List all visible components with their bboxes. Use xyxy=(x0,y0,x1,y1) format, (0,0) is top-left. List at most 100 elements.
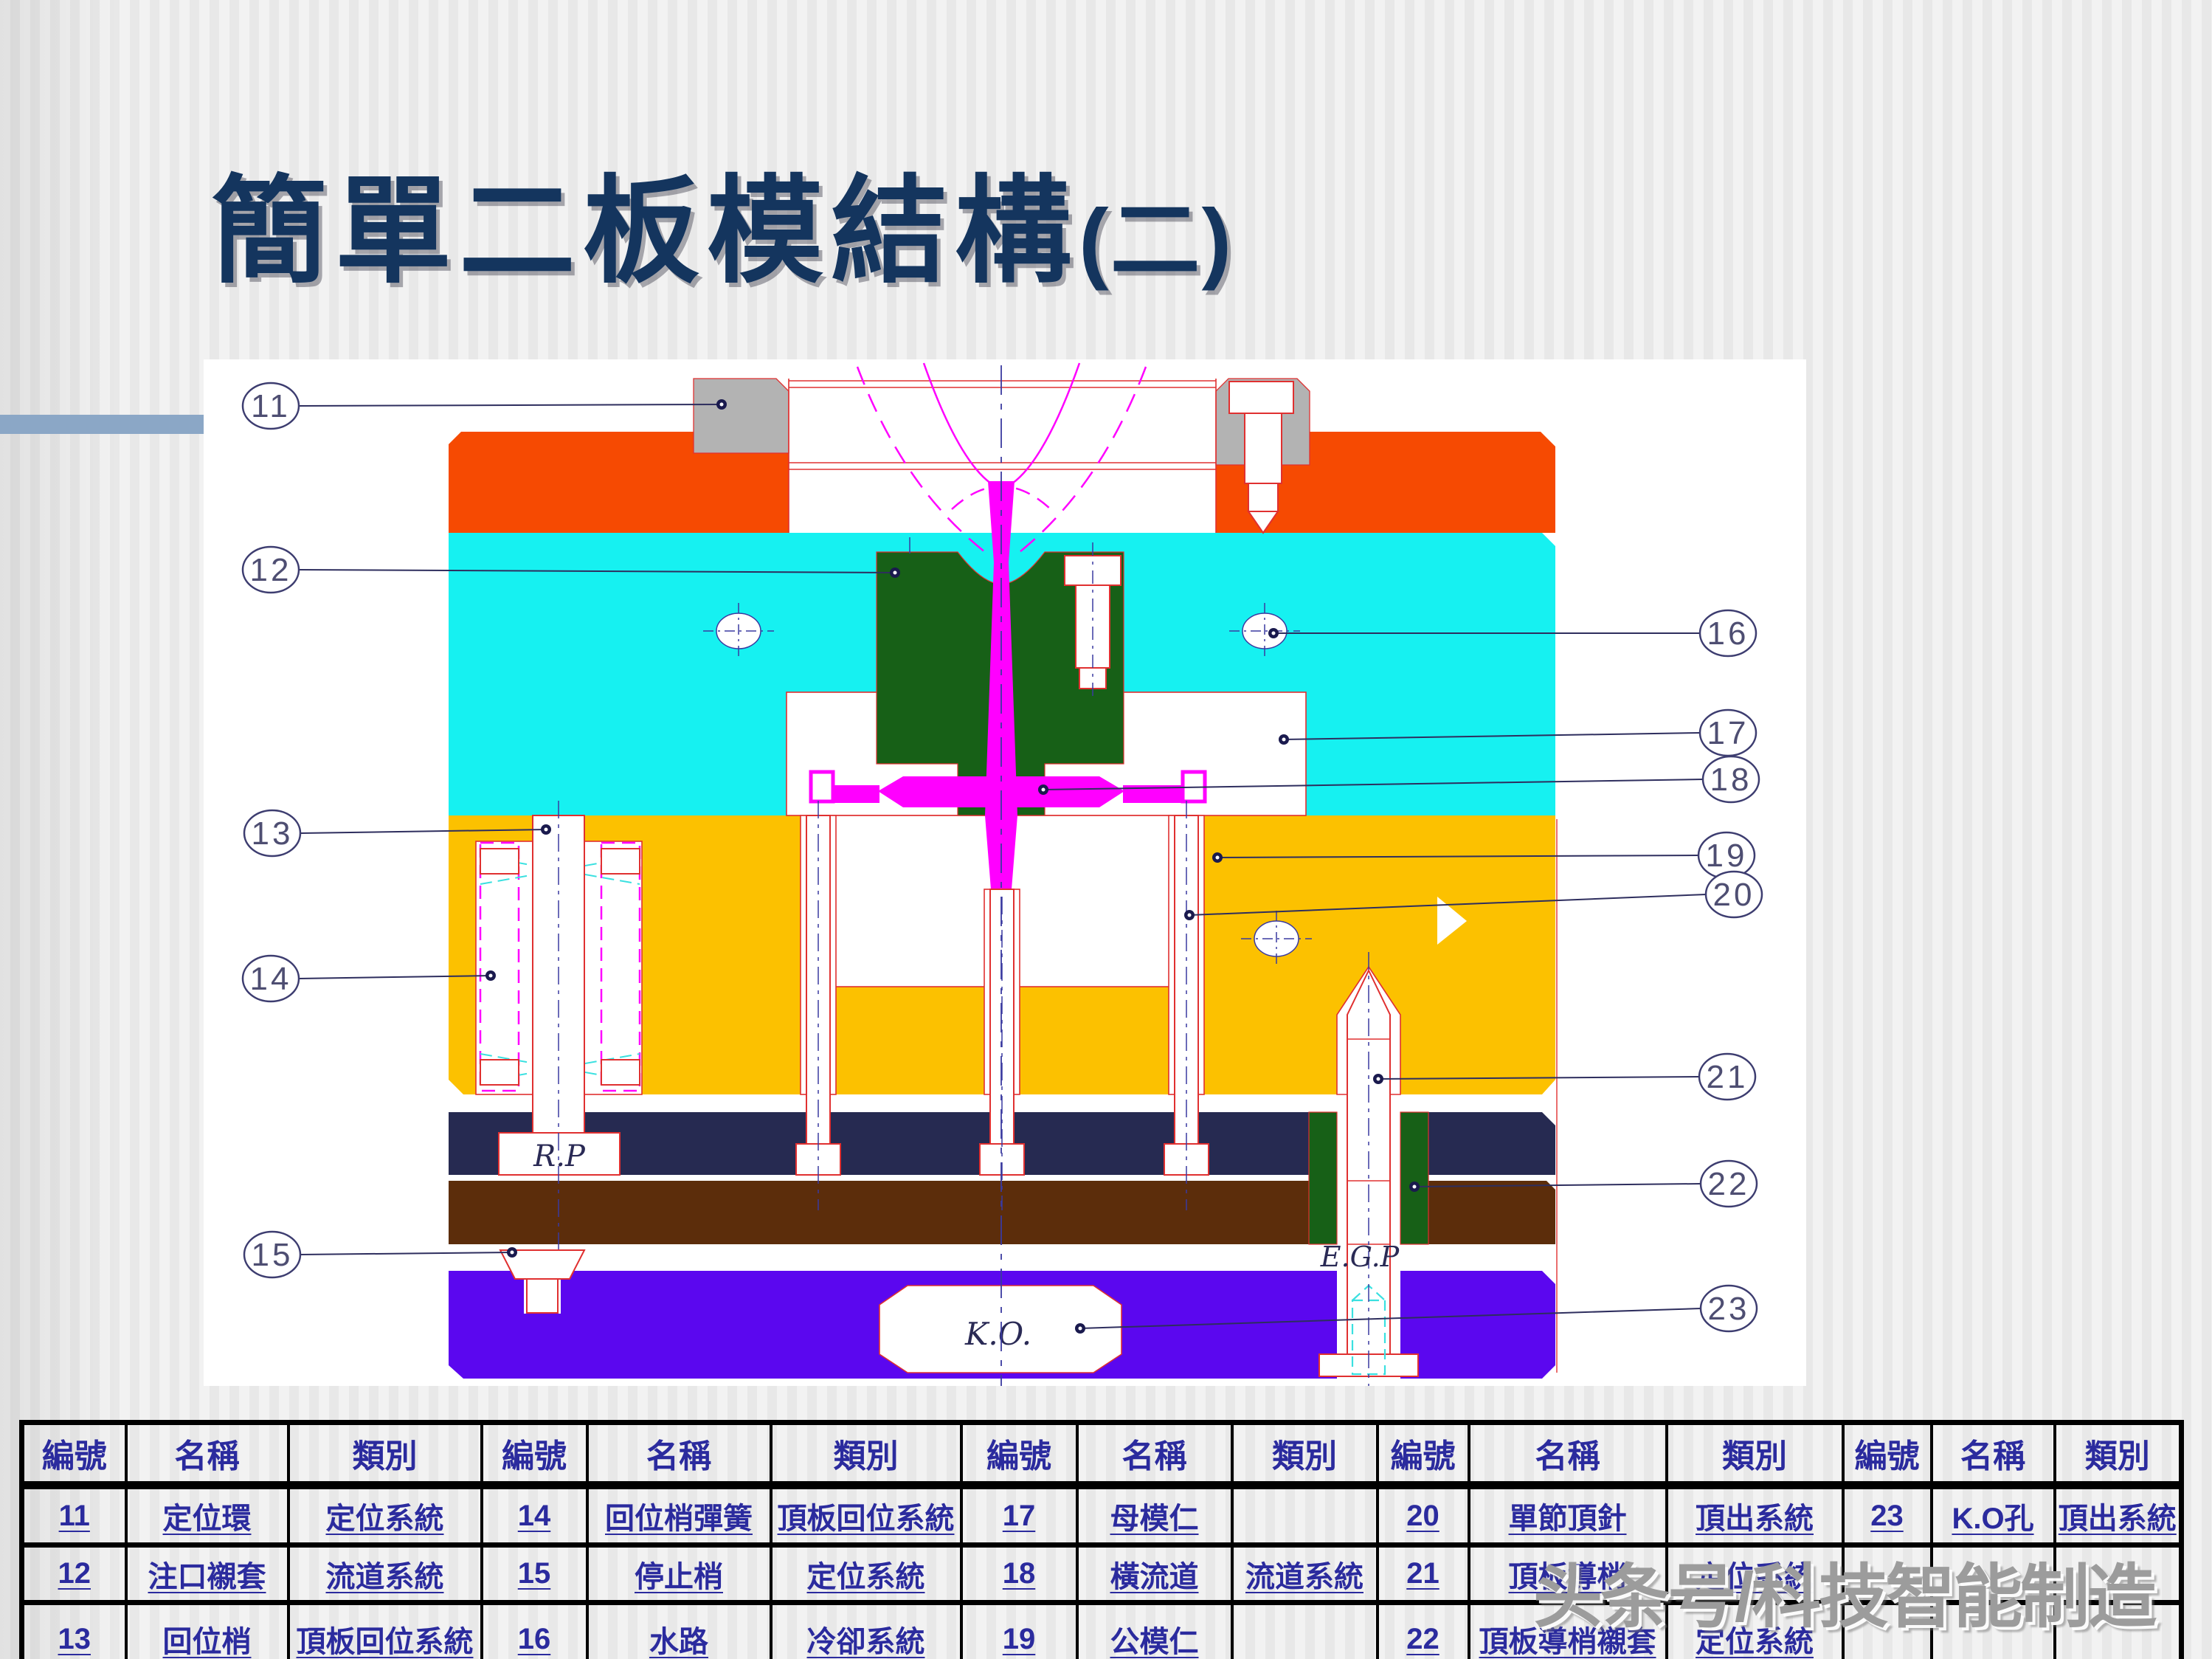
accent-bar xyxy=(0,415,204,434)
table-cell-r3-c3: 頂板回位系統 xyxy=(286,1600,483,1659)
section-arrow xyxy=(1437,897,1467,945)
clamp-bolt xyxy=(1228,381,1294,534)
callout-balloon-20 xyxy=(1704,870,1763,919)
table-cell-r3-c4: 16 xyxy=(480,1600,589,1659)
header-cell-2: 類別 xyxy=(286,1421,483,1489)
table-cell-r1-c1: 11 xyxy=(20,1483,128,1548)
header-cell-0: 編號 xyxy=(20,1421,128,1489)
leader-dot-center-19 xyxy=(1215,855,1220,860)
leader-line-13 xyxy=(300,829,547,834)
callout-balloon-16 xyxy=(1698,609,1757,658)
callout-balloon-13 xyxy=(243,809,302,858)
leader-line-14 xyxy=(298,975,491,979)
parts-table-header: 編號名稱類別編號名稱類別編號名稱類別編號名稱類別編號名稱類別 xyxy=(20,1421,2183,1489)
table-cell-r3-c7: 19 xyxy=(959,1600,1079,1659)
page-title: 簡單二板模結構(二) xyxy=(211,168,1982,297)
table-cell-r1-c15: 頂出系統 xyxy=(2053,1483,2183,1548)
leader-dot-center-21 xyxy=(1376,1077,1380,1081)
table-cell-r1-c5: 回位梢彈簧 xyxy=(585,1483,773,1548)
callout-number-22: 22 xyxy=(1708,1166,1750,1202)
callout-number-21: 21 xyxy=(1707,1059,1749,1095)
left-shade xyxy=(0,0,118,1659)
callout-balloon-23 xyxy=(1699,1284,1758,1333)
leader-dot-center-22 xyxy=(1412,1184,1417,1189)
diagram-panel: R.P xyxy=(204,359,1806,1386)
table-cell-r3-c5: 水路 xyxy=(585,1600,773,1659)
leader-line-12 xyxy=(298,569,896,573)
header-cell-3: 編號 xyxy=(480,1421,589,1489)
table-cell-r3-c9 xyxy=(1230,1600,1379,1659)
return-pin-springs: R.P xyxy=(479,801,641,1258)
callout-number-11: 11 xyxy=(251,388,291,424)
page-title-suffix: (二) xyxy=(1079,190,1234,291)
leader-dot-center-20 xyxy=(1187,913,1192,917)
table-cell-r1-c10: 20 xyxy=(1375,1483,1470,1548)
table-cell-r2-c7: 18 xyxy=(959,1542,1079,1605)
callout-balloon-21 xyxy=(1698,1052,1757,1101)
leader-dot-center-23 xyxy=(1078,1326,1082,1331)
leader-dot-center-17 xyxy=(1282,737,1286,742)
table-cell-r2-c5: 停止梢 xyxy=(585,1542,773,1605)
table-cell-r2-c14 xyxy=(1929,1542,2056,1605)
table-cell-r3-c6: 冷卻系統 xyxy=(769,1600,963,1659)
callout-balloon-11 xyxy=(241,382,300,430)
table-cell-r3-c8: 公模仁 xyxy=(1075,1600,1234,1659)
rp-label: R.P xyxy=(533,1139,586,1173)
header-cell-11: 類別 xyxy=(1665,1421,1845,1489)
table-cell-r2-c4: 15 xyxy=(480,1542,589,1605)
table-cell-r3-c2: 回位梢 xyxy=(124,1600,290,1659)
header-cell-1: 名稱 xyxy=(124,1421,290,1489)
leader-dot-center-15 xyxy=(510,1250,514,1255)
header-cell-8: 類別 xyxy=(1230,1421,1379,1489)
table-cell-r2-c2: 注口襯套 xyxy=(124,1542,290,1605)
leader-line-11 xyxy=(298,404,722,407)
table-cell-r3-c13 xyxy=(1841,1600,1933,1659)
table-cell-r2-c12: 定位系統 xyxy=(1665,1542,1845,1605)
callout-balloon-22 xyxy=(1699,1159,1758,1208)
leader-line-19 xyxy=(1217,855,1699,858)
table-cell-r1-c6: 頂板回位系統 xyxy=(769,1483,963,1548)
table-cell-r1-c7: 17 xyxy=(959,1483,1079,1548)
table-cell-r3-c14 xyxy=(1929,1600,2056,1659)
ejector-pin-centerlines xyxy=(818,801,1187,1210)
leader-line-18 xyxy=(1043,779,1704,790)
callout-number-20: 20 xyxy=(1713,877,1755,913)
callout-number-13: 13 xyxy=(252,815,294,852)
callout-balloon-12 xyxy=(241,545,300,594)
callout-balloon-14 xyxy=(241,954,300,1003)
leader-line-22 xyxy=(1414,1183,1701,1187)
header-cell-7: 名稱 xyxy=(1075,1421,1234,1489)
plate-layers xyxy=(449,533,1555,1379)
top-clamp-plate xyxy=(449,432,1555,533)
table-cell-r3-c12: 定位系統 xyxy=(1665,1600,1845,1659)
mold-cross-section-diagram: R.P xyxy=(241,362,1763,1386)
table-cell-r3-c10: 22 xyxy=(1375,1600,1470,1659)
sprue-bore-lines xyxy=(788,379,1217,533)
stop-pin xyxy=(499,1249,586,1314)
callout-number-23: 23 xyxy=(1708,1291,1750,1327)
leader-dot-center-12 xyxy=(893,570,897,575)
callout-number-19: 19 xyxy=(1706,838,1748,874)
leader-dot-center-11 xyxy=(719,402,724,407)
table-cell-r1-c14: K.O孔 xyxy=(1929,1483,2056,1548)
table-cell-r1-c3: 定位系統 xyxy=(286,1483,483,1548)
header-cell-12: 編號 xyxy=(1841,1421,1933,1489)
return-pin-head xyxy=(498,1132,621,1176)
water-line-holes xyxy=(703,603,1312,967)
table-cell-r1-c11: 單節頂針 xyxy=(1467,1483,1668,1548)
table-cell-r3-c1: 13 xyxy=(20,1600,128,1659)
ko-label: K.O. xyxy=(964,1316,1031,1352)
table-cell-r2-c9: 流道系統 xyxy=(1230,1542,1379,1605)
table-cell-r1-c4: 14 xyxy=(480,1483,589,1548)
table-cell-r2-c15 xyxy=(2053,1542,2183,1605)
table-cell-r1-c8: 母模仁 xyxy=(1075,1483,1234,1548)
header-cell-13: 名稱 xyxy=(1929,1421,2056,1489)
leader-line-17 xyxy=(1283,732,1701,740)
leader-dot-center-13 xyxy=(544,827,548,832)
callout-balloon-15 xyxy=(243,1230,302,1279)
table-cell-r2-c10: 21 xyxy=(1375,1542,1470,1605)
callout-number-17: 17 xyxy=(1707,715,1749,751)
